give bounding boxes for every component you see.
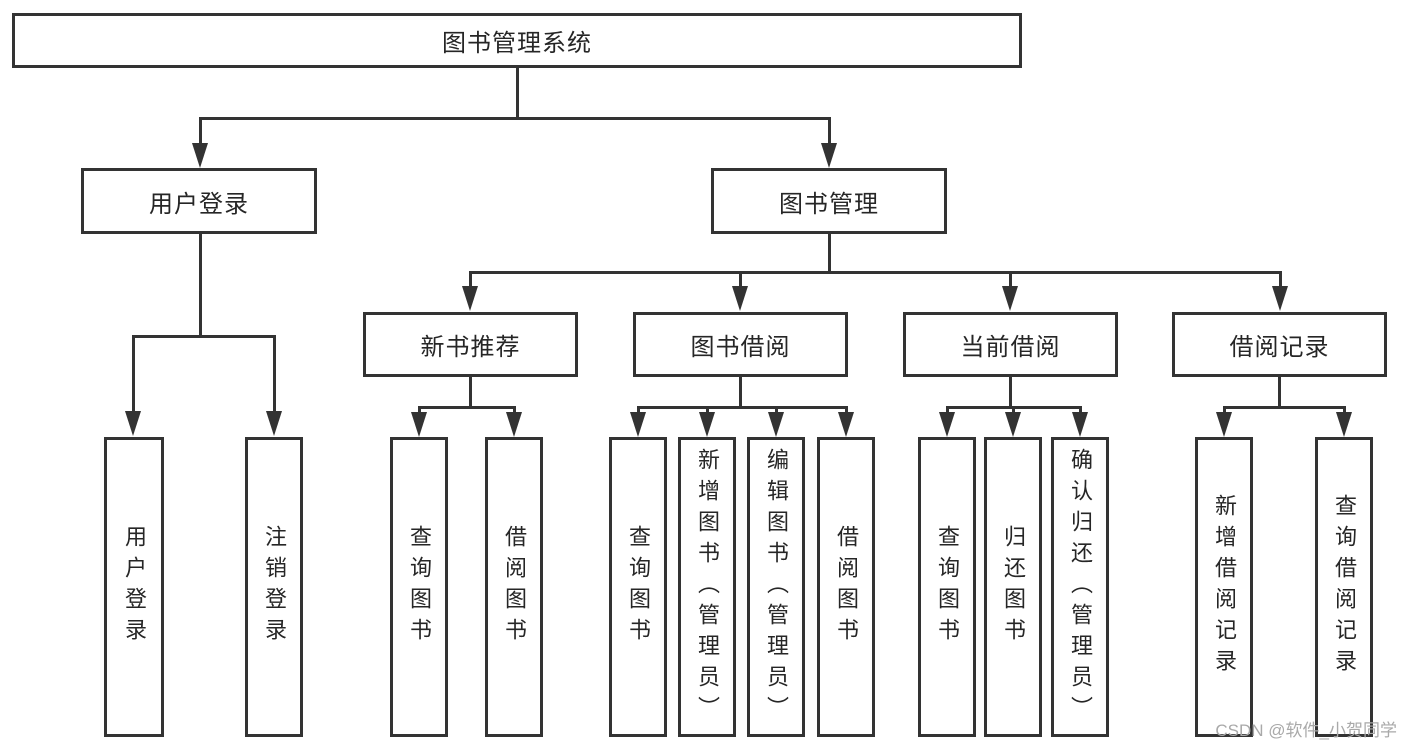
leaf-logout: 注销登录 [245, 437, 303, 737]
connector-line [132, 335, 276, 338]
leaf-label: 新增图书（管理员） [695, 447, 720, 727]
arrow-down-icon [939, 412, 955, 437]
connector-line [637, 407, 640, 414]
arrow-down-icon [1216, 412, 1232, 437]
leaf-edit-book-admin: 编辑图书（管理员） [747, 437, 805, 737]
leaf-label: 新增借阅记录 [1212, 494, 1237, 680]
connector-line [739, 377, 742, 407]
node-user-login: 用户登录 [81, 168, 317, 234]
arrow-down-icon [192, 143, 208, 168]
watermark: CSDN @软件_小贺同学 [1215, 721, 1397, 740]
arrow-down-icon [630, 412, 646, 437]
connector-line [513, 407, 516, 414]
connector-line [199, 117, 831, 120]
node-book-borrowing: 图书借阅 [633, 312, 848, 377]
connector-line [828, 118, 831, 145]
connector-line [1079, 407, 1082, 414]
leaf-label: 用户登录 [122, 525, 147, 649]
connector-line [828, 234, 831, 272]
leaf-label: 查询图书 [935, 525, 960, 649]
connector-line [273, 336, 276, 413]
connector-line [199, 118, 202, 145]
leaf-label: 借阅图书 [834, 525, 859, 649]
connector-line [637, 406, 848, 409]
leaf-add-borrow-record: 新增借阅记录 [1195, 437, 1253, 737]
node-new-book-recommend: 新书推荐 [363, 312, 578, 377]
leaf-query-books-borrow: 查询图书 [609, 437, 667, 737]
leaf-label: 查询图书 [626, 525, 651, 649]
arrow-down-icon [1272, 286, 1288, 311]
connector-line [469, 272, 472, 286]
node-label: 图书管理系统 [442, 30, 592, 57]
connector-line [516, 68, 519, 118]
arrow-down-icon [838, 412, 854, 437]
connector-line [1343, 407, 1346, 414]
leaf-add-book-admin: 新增图书（管理员） [678, 437, 736, 737]
arrow-down-icon [266, 411, 282, 436]
leaf-query-borrow-record: 查询借阅记录 [1315, 437, 1373, 737]
arrow-down-icon [125, 411, 141, 436]
connector-line [739, 272, 742, 286]
arrow-down-icon [1072, 412, 1088, 437]
arrow-down-icon [411, 412, 427, 437]
leaf-borrow-books-recommend: 借阅图书 [485, 437, 543, 737]
leaf-borrow-books: 借阅图书 [817, 437, 875, 737]
connector-line [1223, 406, 1346, 409]
arrow-down-icon [768, 412, 784, 437]
node-label: 新书推荐 [420, 334, 521, 361]
connector-line [132, 336, 135, 413]
leaf-user-login: 用户登录 [104, 437, 164, 737]
connector-line [946, 407, 949, 414]
connector-line [418, 407, 421, 414]
connector-line [1279, 272, 1282, 286]
leaf-label: 查询借阅记录 [1332, 494, 1357, 680]
arrow-down-icon [506, 412, 522, 437]
node-current-borrowing: 当前借阅 [903, 312, 1118, 377]
connector-line [418, 406, 516, 409]
connector-line [845, 407, 848, 414]
arrow-down-icon [1005, 412, 1021, 437]
node-label: 用户登录 [149, 190, 249, 218]
connector-line [1009, 272, 1012, 286]
leaf-query-books-recommend: 查询图书 [390, 437, 448, 737]
leaf-label: 注销登录 [262, 525, 287, 649]
connector-line [1012, 407, 1015, 414]
connector-line [775, 407, 778, 414]
connector-line [946, 406, 1082, 409]
leaf-label: 编辑图书（管理员） [764, 447, 789, 727]
arrow-down-icon [699, 412, 715, 437]
node-label: 图书管理 [779, 190, 879, 218]
node-label: 借阅记录 [1229, 334, 1330, 361]
arrow-down-icon [1336, 412, 1352, 437]
connector-line [199, 234, 202, 336]
connector-line [1278, 377, 1281, 407]
leaf-confirm-return-admin: 确认归还（管理员） [1051, 437, 1109, 737]
connector-line [469, 377, 472, 407]
connector-line [469, 271, 1282, 274]
arrow-down-icon [1002, 286, 1018, 311]
arrow-down-icon [462, 286, 478, 311]
node-book-management: 图书管理 [711, 168, 947, 234]
node-label: 图书借阅 [690, 334, 791, 361]
arrow-down-icon [821, 143, 837, 168]
connector-line [1009, 377, 1012, 407]
leaf-query-books-current: 查询图书 [918, 437, 976, 737]
node-label: 当前借阅 [960, 334, 1061, 361]
connector-line [706, 407, 709, 414]
leaf-label: 确认归还（管理员） [1068, 447, 1093, 727]
leaf-return-book: 归还图书 [984, 437, 1042, 737]
node-borrow-records: 借阅记录 [1172, 312, 1387, 377]
leaf-label: 查询图书 [407, 525, 432, 649]
node-library-system: 图书管理系统 [12, 13, 1022, 68]
connector-line [1223, 407, 1226, 414]
arrow-down-icon [732, 286, 748, 311]
leaf-label: 归还图书 [1001, 525, 1026, 649]
leaf-label: 借阅图书 [502, 525, 527, 649]
